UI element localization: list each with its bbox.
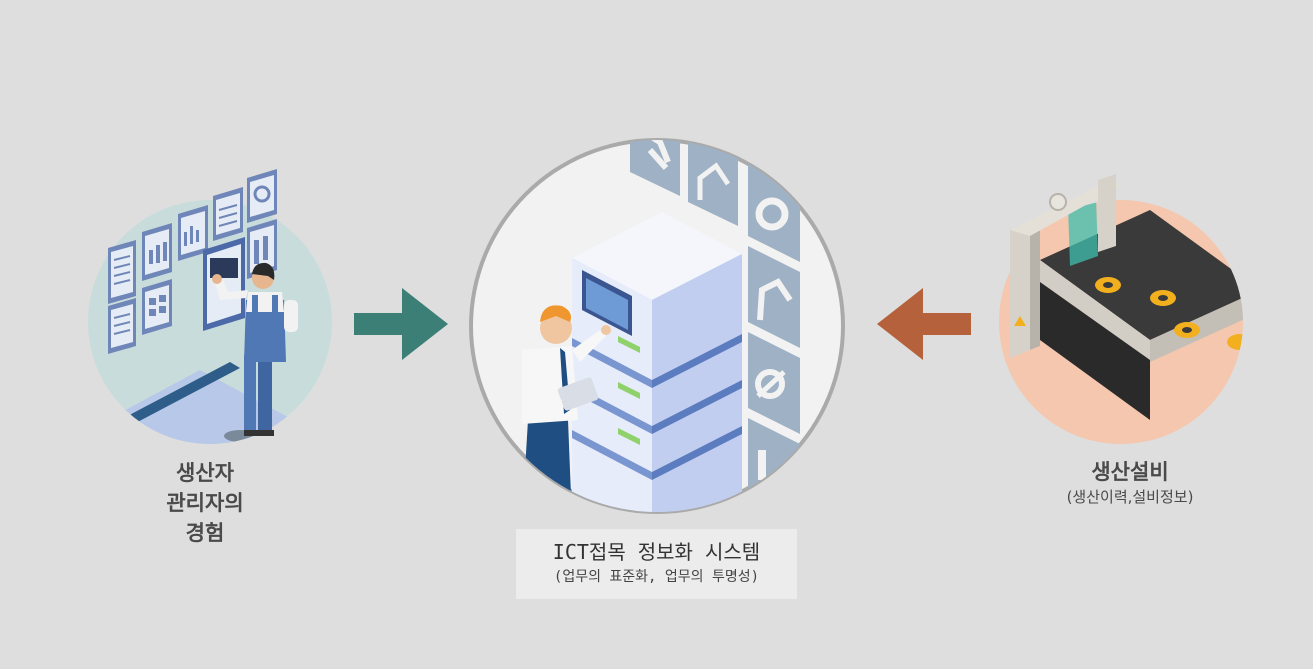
- manager-label-line-2: 관리자의: [166, 491, 244, 515]
- gear-part-icon: [1095, 277, 1243, 350]
- ict-system-title: ICT접목 정보화 시스템: [552, 540, 761, 564]
- wrench-gear-icon: [748, 332, 800, 434]
- manager-illustration: [88, 169, 332, 444]
- manager-label-line-1: 생산자: [176, 461, 234, 485]
- manager-experience-label: 생산자 관리자의 경험: [120, 458, 290, 548]
- arrow-right-icon: [354, 288, 448, 360]
- equipment-title: 생산설비: [1091, 460, 1169, 484]
- gantry-frame: [1010, 174, 1120, 358]
- equipment-subtitle: (생산이력,설비정보): [1066, 488, 1194, 506]
- equipment-illustration: [999, 174, 1243, 444]
- ict-system-illustration: [469, 138, 845, 514]
- manager-figure: [212, 262, 298, 436]
- robot-arm-icon-2: [748, 246, 800, 348]
- equipment-label: 생산설비 (생산이력,설비정보): [1010, 458, 1250, 508]
- ict-system-subtitle: (업무의 표준화, 업무의 투명성): [553, 569, 760, 585]
- arrow-left-icon: [877, 288, 971, 360]
- manager-label-line-3: 경험: [185, 521, 225, 545]
- ict-system-label-box: ICT접목 정보화 시스템 (업무의 표준화, 업무의 투명성): [516, 529, 797, 599]
